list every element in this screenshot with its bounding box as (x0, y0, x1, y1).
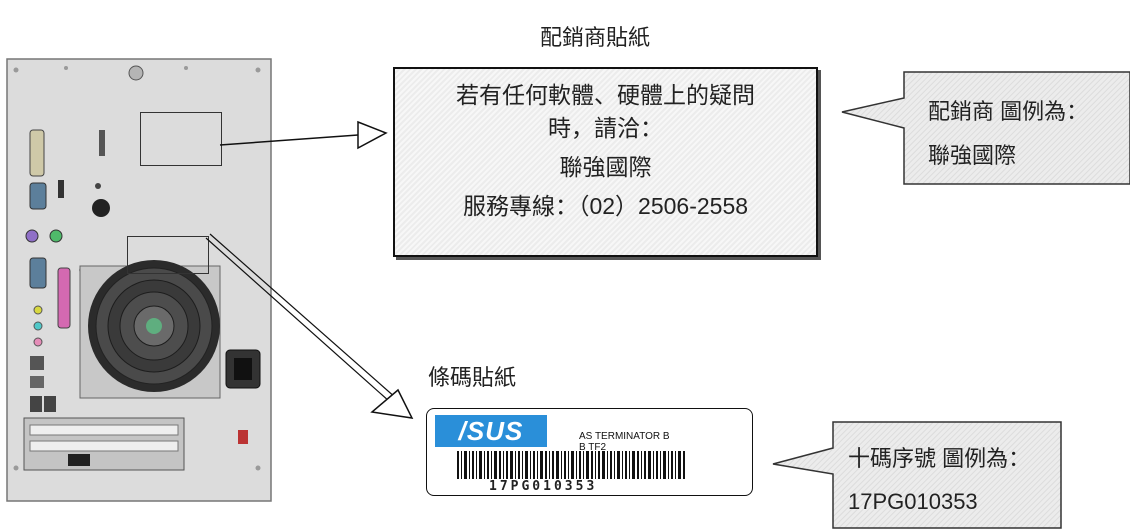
distributor-sticker: 若有任何軟體、硬體上的疑問 時，請洽： 聯強國際 服務專線：（02）2506-2… (393, 67, 818, 257)
distributor-line-3: 聯強國際 (559, 154, 652, 180)
model-line-2: B TF2 (579, 442, 607, 453)
barcode-sticker-title: 條碼貼紙 (428, 365, 517, 390)
barcode-icon (457, 451, 685, 479)
distributor-callout-value: 聯強國際 (928, 143, 1017, 168)
serial-callout-shape (772, 421, 1062, 529)
asus-logo: /SUS (435, 415, 547, 447)
distributor-callout-shape (841, 71, 1130, 185)
barcode-sticker-placeholder (127, 236, 209, 274)
distributor-sticker-title: 配銷商貼紙 (540, 25, 651, 50)
distributor-line-2: 時，請洽： (548, 115, 663, 141)
distributor-line-1: 若有任何軟體、硬體上的疑問 (456, 82, 755, 108)
distributor-sticker-placeholder (140, 112, 222, 166)
barcode-sticker: /SUS AS TERMINATOR B B TF2 17PG0103 (426, 408, 753, 496)
model-line-1: AS TERMINATOR B (579, 431, 670, 442)
serial-callout-value: 17PG010353 (848, 489, 978, 514)
distributor-callout-heading: 配銷商 圖例為： (928, 99, 1089, 124)
distributor-line-4: 服務專線：（02）2506-2558 (462, 193, 749, 219)
barcode-serial: 17PG010353 (489, 479, 598, 494)
serial-callout-heading: 十碼序號 圖例為： (848, 446, 1031, 471)
